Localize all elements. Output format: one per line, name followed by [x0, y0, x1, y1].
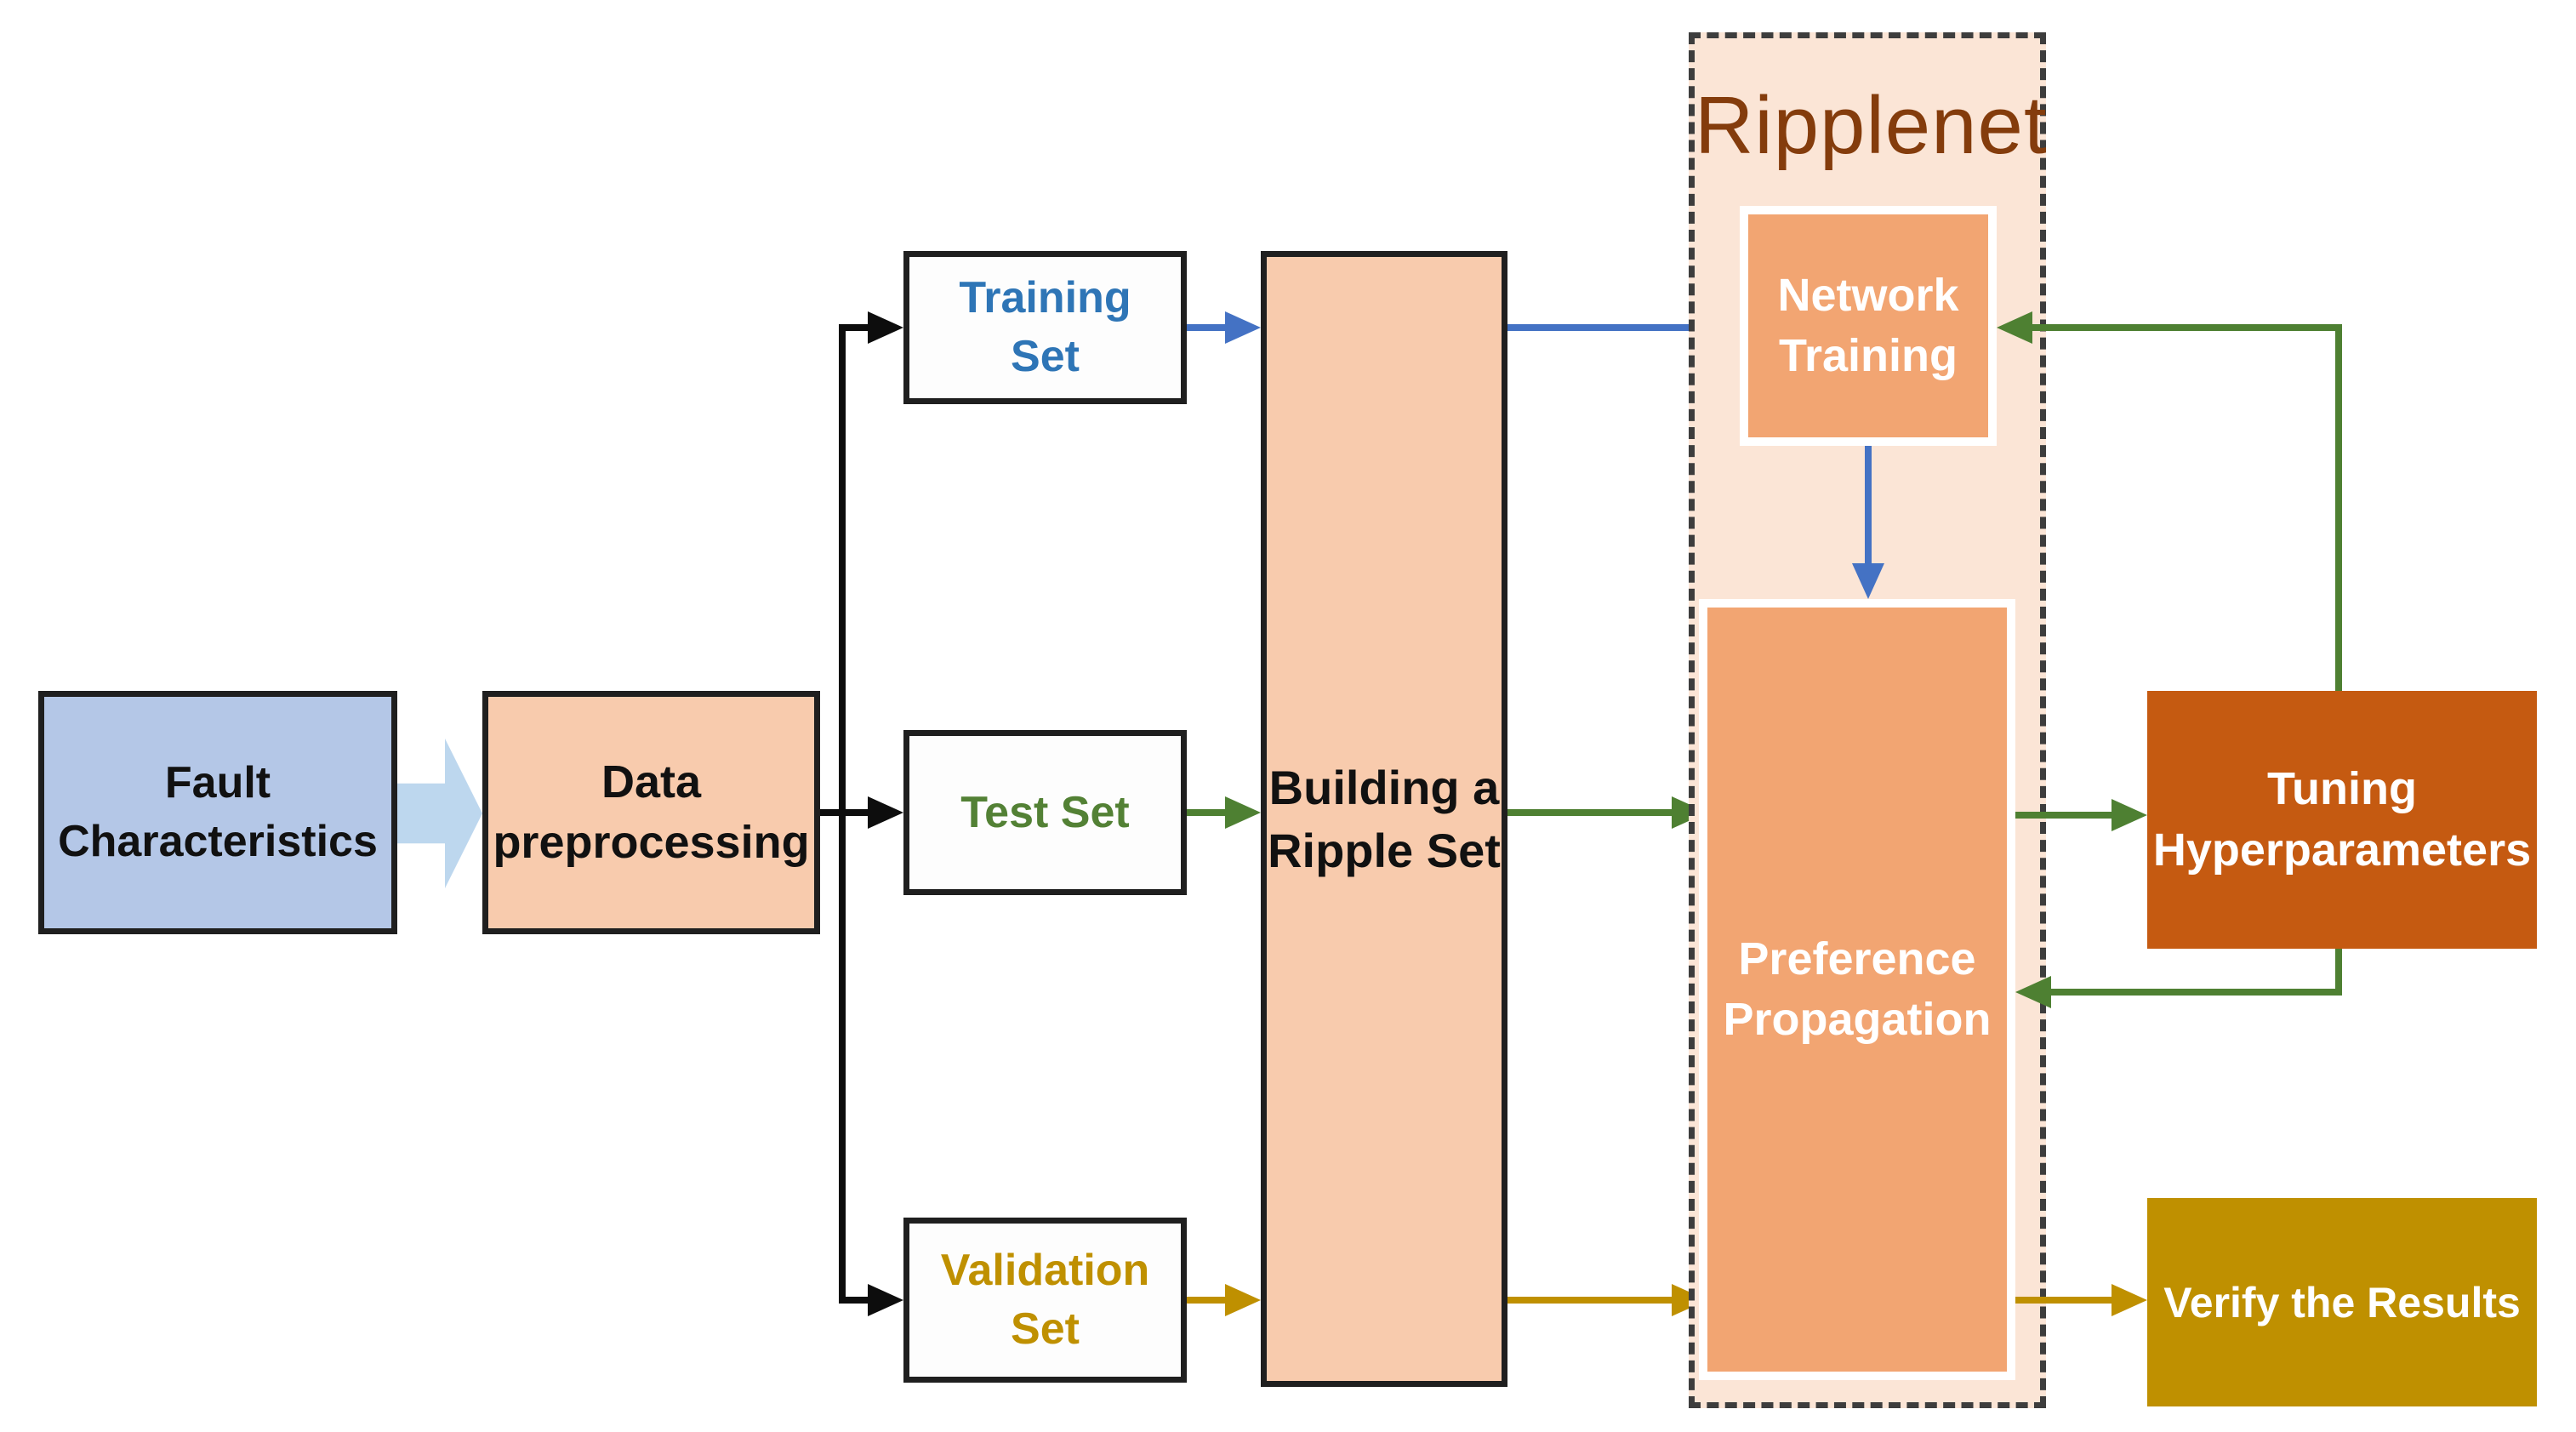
- training-set-box: Training Set: [903, 251, 1187, 404]
- network-training-label-line1: Network: [1777, 269, 1959, 321]
- arrowhead-into-preference-right: [2015, 976, 2051, 1008]
- preference-to-verify-line: [2015, 1297, 2112, 1304]
- building-to-preference-line: [1507, 809, 1672, 816]
- test-set-label: Test Set: [960, 787, 1130, 837]
- building-ripple-set-box: Building a Ripple Set: [1261, 251, 1507, 1387]
- training-set-label-line2: Set: [1011, 332, 1080, 381]
- network-training-label-line2: Training: [1778, 330, 1958, 381]
- arrowhead-training-into-building: [1225, 311, 1261, 344]
- branch-to-validation-line: [839, 1297, 871, 1304]
- tuning-hyperparameters-label-line1: Tuning: [2267, 763, 2417, 815]
- branch-to-test-line: [839, 809, 871, 816]
- test-set-box: Test Set: [903, 730, 1187, 895]
- preference-propagation-label-line2: Propagation: [1723, 994, 1992, 1045]
- validation-set-box: Validation Set: [903, 1218, 1187, 1383]
- data-preprocessing-label-line2: preprocessing: [493, 817, 810, 868]
- arrowhead-validation-into-building: [1225, 1284, 1261, 1316]
- validation-set-label-line1: Validation: [940, 1246, 1150, 1296]
- preference-propagation-label-line1: Preference: [1738, 933, 1976, 984]
- building-to-preference-validation-line: [1507, 1297, 1672, 1304]
- branch-stem-line: [820, 809, 846, 816]
- network-training-box: Network Training: [1740, 206, 1997, 446]
- feedback-lower-horizontal-line: [2051, 989, 2342, 996]
- feedback-upper-vertical-line: [2335, 324, 2342, 691]
- verify-results-label: Verify the Results: [2163, 1278, 2521, 1326]
- preference-propagation-box: Preference Propagation: [1699, 599, 2015, 1380]
- data-preprocessing-box: Data preprocessing: [482, 691, 820, 934]
- branch-to-training-line: [839, 324, 871, 331]
- arrowhead-test-into-building: [1225, 796, 1261, 829]
- validation-to-building-line: [1187, 1297, 1225, 1304]
- feedback-lower-vertical-line: [2335, 949, 2342, 996]
- training-set-label-line1: Training: [959, 273, 1131, 323]
- fault-characteristics-label-line1: Fault: [164, 758, 271, 808]
- arrowhead-into-tuning: [2112, 799, 2147, 831]
- fault-characteristics-box: Fault Characteristics: [38, 691, 397, 934]
- arrowhead-down-into-preference: [1852, 563, 1884, 599]
- feedback-upper-horizontal-line: [2029, 324, 2342, 331]
- arrowhead-into-training-set: [868, 311, 903, 344]
- verify-results-box: Verify the Results: [2147, 1198, 2537, 1406]
- arrowhead-into-verify: [2112, 1284, 2147, 1316]
- test-to-building-line: [1187, 809, 1225, 816]
- tuning-hyperparameters-label-line2: Hyperparameters: [2152, 824, 2532, 876]
- building-ripple-set-label-line1: Building a: [1268, 760, 1500, 814]
- building-to-network-line: [1507, 324, 1713, 331]
- ripplenet-title: Ripplenet: [1695, 80, 2048, 171]
- fault-characteristics-label-line2: Characteristics: [58, 817, 378, 866]
- network-to-preference-line: [1865, 446, 1872, 573]
- flow-chevron-arrow: [397, 739, 482, 888]
- data-preprocessing-label-line1: Data: [601, 756, 702, 807]
- validation-set-label-line2: Set: [1011, 1304, 1080, 1354]
- building-ripple-set-label-line2: Ripple Set: [1268, 823, 1501, 877]
- tuning-hyperparameters-box: Tuning Hyperparameters: [2147, 691, 2537, 949]
- training-to-building-line: [1187, 324, 1225, 331]
- preference-to-tuning-line: [2015, 812, 2112, 819]
- arrowhead-into-validation-set: [868, 1284, 903, 1316]
- arrowhead-into-network-right: [1997, 311, 2032, 344]
- arrowhead-into-test-set: [868, 796, 903, 829]
